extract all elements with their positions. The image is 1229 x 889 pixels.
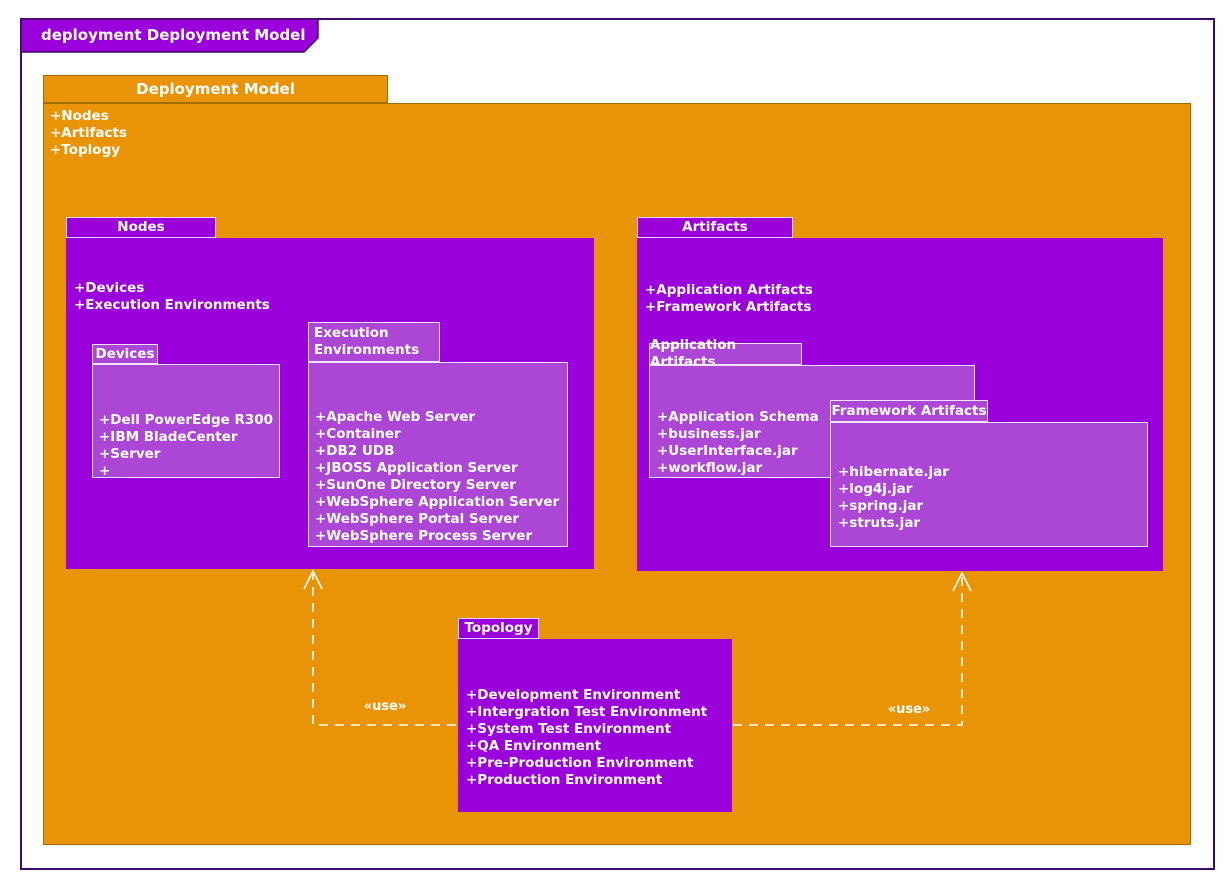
execution-environments-package-tab[interactable]: Execution Environments xyxy=(308,322,440,362)
member-item: +Intergration Test Environment xyxy=(466,704,708,720)
member-item: +workflow.jar xyxy=(657,460,763,476)
member-item: +JBOSS Application Server xyxy=(315,460,518,476)
member-item: +Application Schema xyxy=(657,409,819,425)
deployment-model-package-title: Deployment Model xyxy=(136,79,295,98)
diagram-frame xyxy=(20,18,1215,870)
member-item: +SunOne Directory Server xyxy=(315,477,516,493)
nodes-package-title: Nodes xyxy=(117,219,165,235)
execution-environments-members: +Apache Web Server+Container+DB2 UDB+JBO… xyxy=(315,409,559,545)
application-artifacts-package-tab[interactable]: Application Artifacts xyxy=(649,337,802,370)
deployment-model-package-tab[interactable]: Deployment Model xyxy=(43,75,388,103)
devices-members: +Dell PowerEdge R300+IBM BladeCenter+Ser… xyxy=(99,412,273,480)
member-item: +Framework Artifacts xyxy=(645,299,812,315)
framework-artifacts-package-body[interactable] xyxy=(830,422,1148,547)
execution-environments-package-title: Execution Environments xyxy=(314,325,420,358)
frame-tab-shape xyxy=(20,18,319,53)
devices-package-tab[interactable]: Devices xyxy=(92,344,158,364)
member-item: +Nodes xyxy=(50,108,109,124)
execution-environments-package-body[interactable] xyxy=(308,362,568,547)
member-item: +Toplogy xyxy=(50,142,121,158)
frame-title: deployment Deployment Model xyxy=(41,26,306,44)
member-item: +spring.jar xyxy=(838,498,924,514)
member-item: +Production Environment xyxy=(466,772,663,788)
topology-members: +Development Environment+Intergration Te… xyxy=(466,687,707,789)
member-item: +struts.jar xyxy=(838,515,921,531)
member-item: +Execution Environments xyxy=(74,297,270,313)
member-item: +Server xyxy=(99,446,161,462)
member-item: +Development Environment xyxy=(466,687,681,703)
artifacts-package-title: Artifacts xyxy=(682,219,748,235)
nodes-members: +Devices+Execution Environments xyxy=(74,280,270,314)
topology-package-body[interactable] xyxy=(458,639,732,812)
member-item: +WebSphere Application Server xyxy=(315,494,560,510)
member-item: +log4j.jar xyxy=(838,481,913,497)
framework-artifacts-package-title: Framework Artifacts xyxy=(831,402,987,419)
use-stereotype-label-right: «use» xyxy=(887,702,931,717)
member-item: +Devices xyxy=(74,280,145,296)
member-item: +IBM BladeCenter xyxy=(99,429,238,445)
framework-artifacts-package-tab[interactable]: Framework Artifacts xyxy=(830,400,988,422)
topology-package-title: Topology xyxy=(464,620,533,636)
member-item: +Pre-Production Environment xyxy=(466,755,694,771)
application-artifacts-members: +Application Schema+business.jar+UserInt… xyxy=(657,409,819,477)
framework-artifacts-members: +hibernate.jar+log4j.jar+spring.jar+stru… xyxy=(838,464,949,532)
nodes-package-tab[interactable]: Nodes xyxy=(66,217,216,238)
frame-title-tab xyxy=(20,18,319,53)
artifacts-package-tab[interactable]: Artifacts xyxy=(637,217,793,238)
topology-package-tab[interactable]: Topology xyxy=(458,618,539,639)
member-item: +Apache Web Server xyxy=(315,409,476,425)
member-item: +DB2 UDB xyxy=(315,443,395,459)
devices-package-title: Devices xyxy=(95,345,155,362)
member-item: + xyxy=(99,463,111,479)
artifacts-members: +Application Artifacts+Framework Artifac… xyxy=(645,282,813,316)
member-item: +System Test Environment xyxy=(466,721,672,737)
member-item: +UserInterface.jar xyxy=(657,443,798,459)
member-item: +Container xyxy=(315,426,401,442)
member-item: +WebSphere Portal Server xyxy=(315,511,520,527)
member-item: +business.jar xyxy=(657,426,761,442)
member-item: +Artifacts xyxy=(50,125,127,141)
member-item: +QA Environment xyxy=(466,738,602,754)
member-item: +Application Artifacts xyxy=(645,282,813,298)
devices-package-body[interactable] xyxy=(92,364,280,478)
member-item: +hibernate.jar xyxy=(838,464,949,480)
member-item: +WebSphere Process Server xyxy=(315,528,533,544)
member-item: +Dell PowerEdge R300 xyxy=(99,412,274,428)
deployment-model-members: +Nodes+Artifacts+Toplogy xyxy=(50,108,127,159)
use-stereotype-label-left: «use» xyxy=(363,699,407,714)
